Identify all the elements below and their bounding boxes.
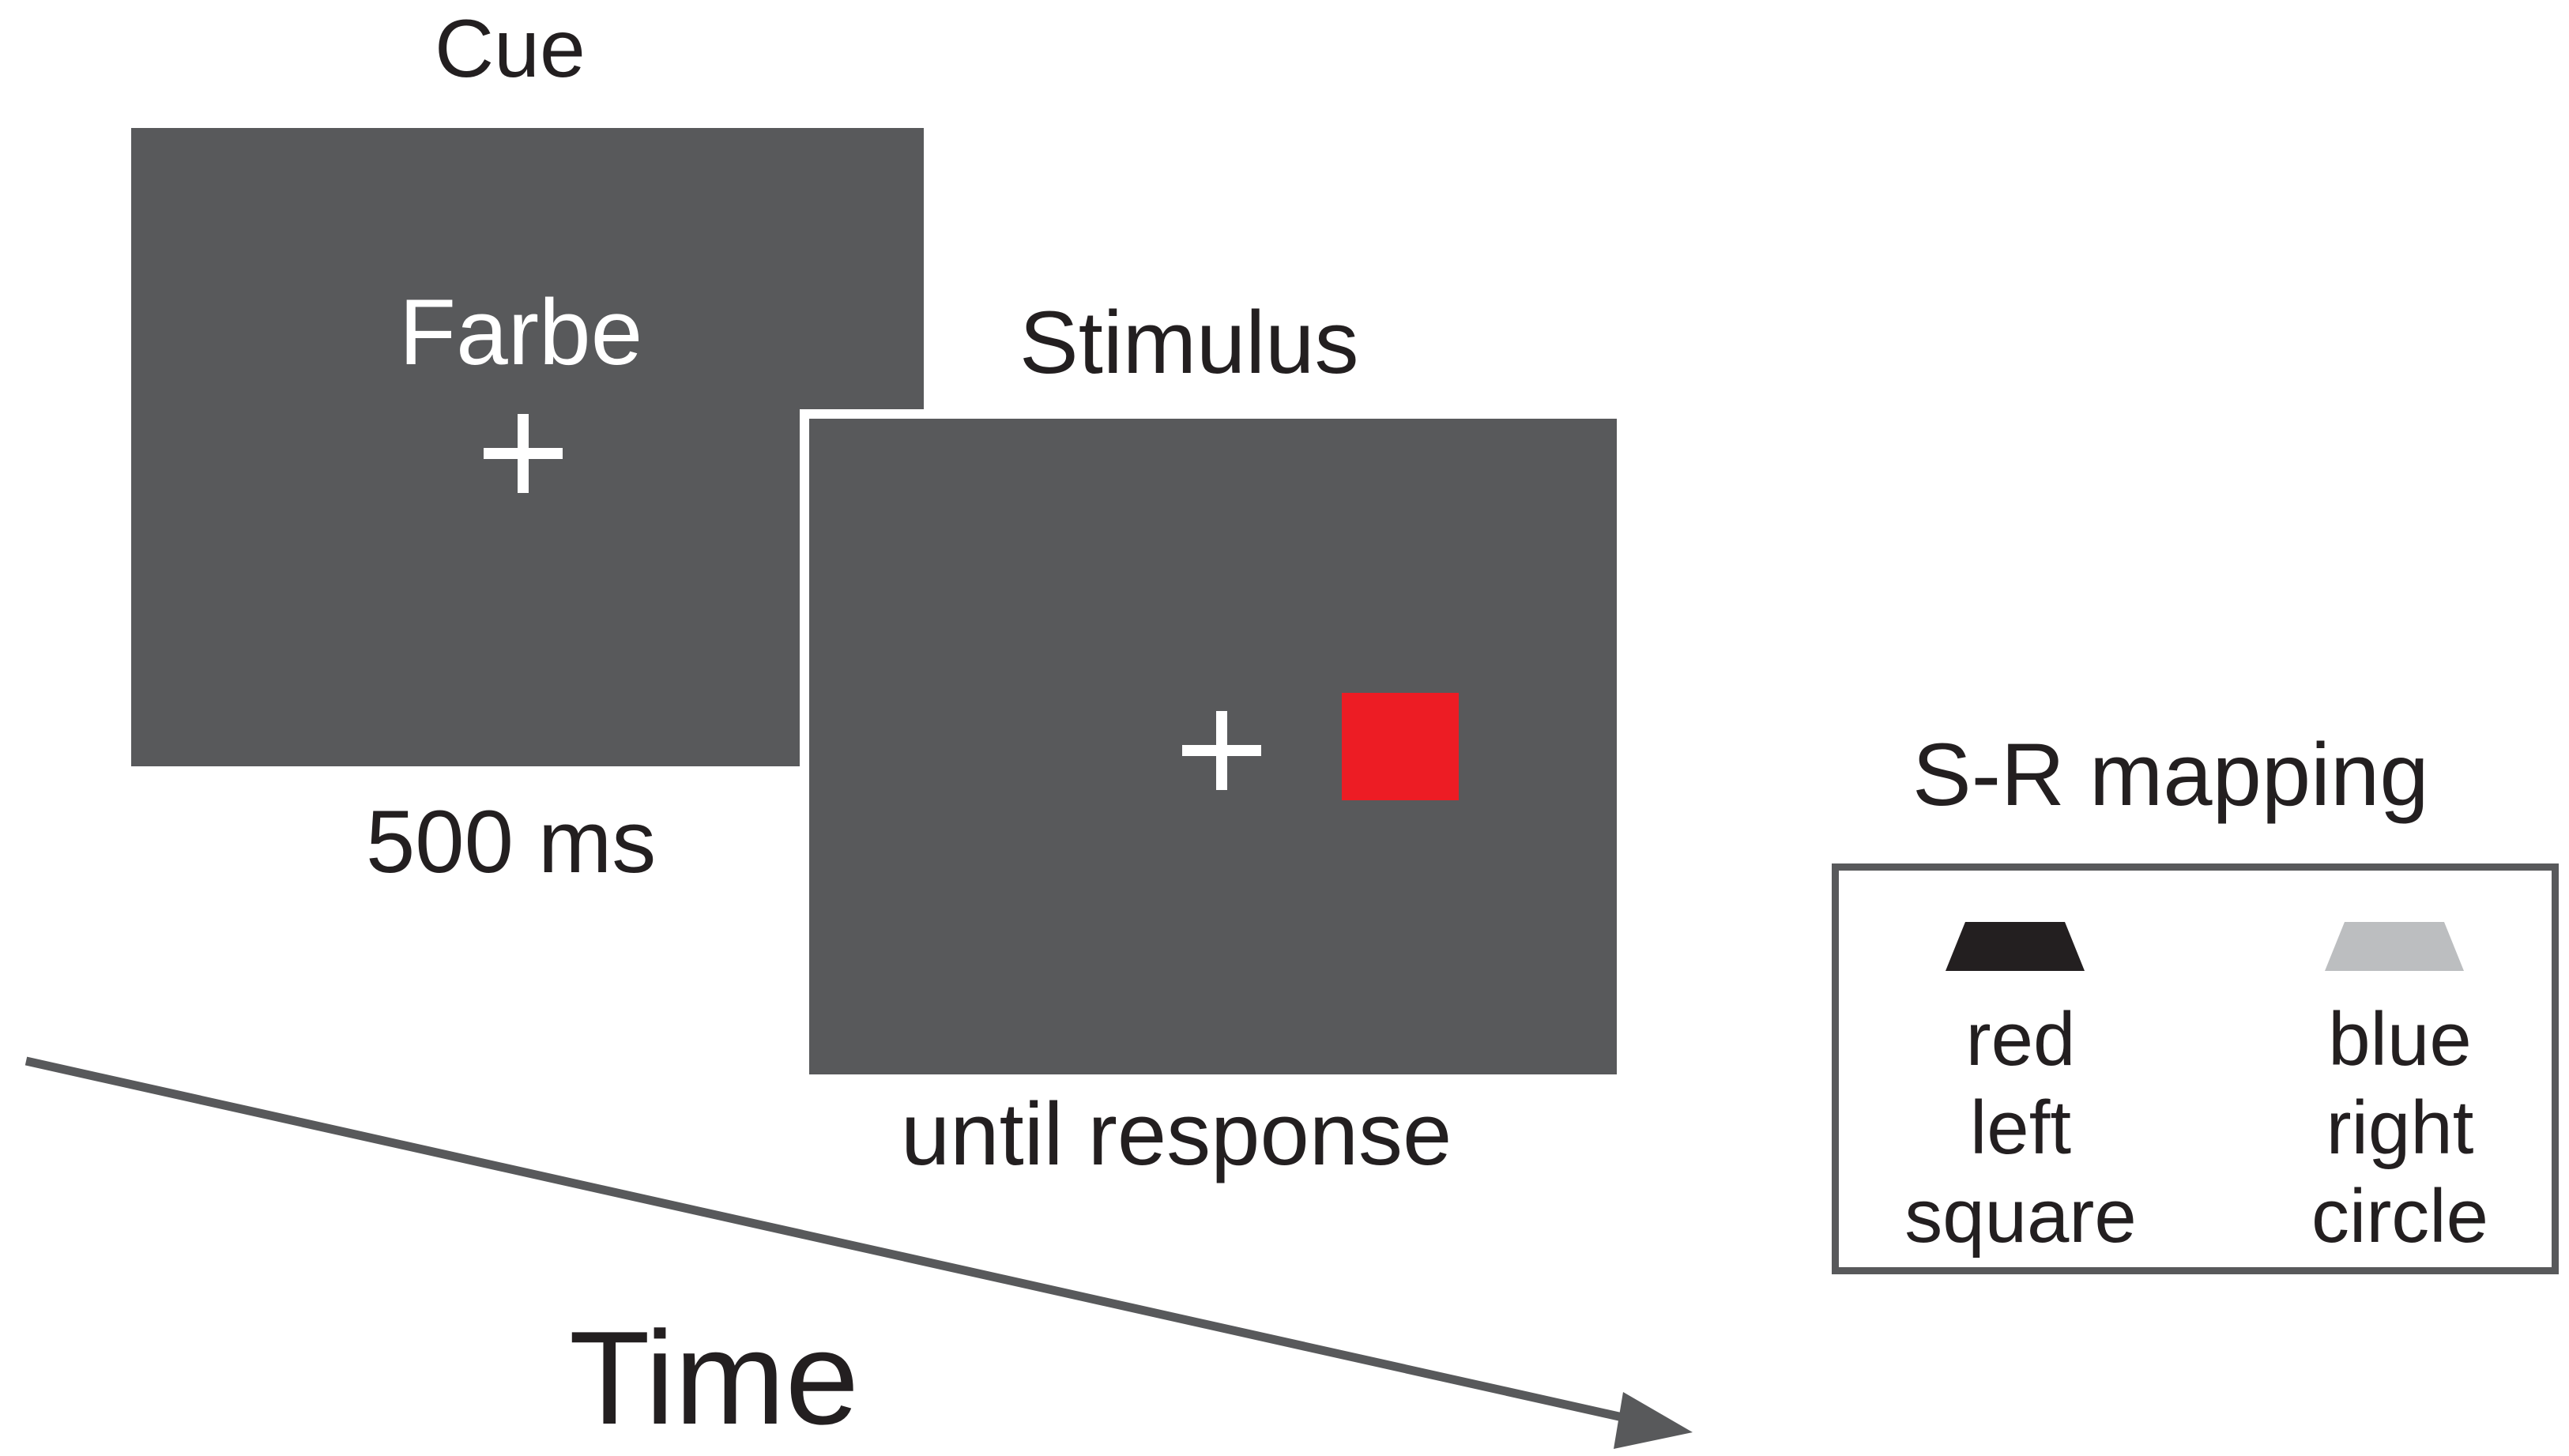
cue-screen xyxy=(131,128,924,766)
stimulus-duration: until response xyxy=(901,1085,1452,1183)
left-key-color: red xyxy=(1965,997,2076,1082)
stimulus-fixation-cross-icon xyxy=(1182,711,1261,790)
left-key-mapping: red left square xyxy=(1855,995,2187,1261)
cue-title: Cue xyxy=(435,3,586,95)
right-key-side: right xyxy=(2326,1085,2474,1170)
right-key-shape xyxy=(2325,922,2464,971)
mapping-box: red left square blue right circle xyxy=(1832,863,2559,1274)
mapping-title: S-R mapping xyxy=(1912,725,2429,824)
left-key-shape xyxy=(1946,922,2085,971)
stimulus-title: Stimulus xyxy=(1019,293,1359,392)
red-square-stimulus xyxy=(1342,693,1459,800)
right-key-mapping: blue right circle xyxy=(2234,995,2566,1261)
cue-fixation-cross-icon xyxy=(484,414,563,493)
left-key-icon xyxy=(1946,922,2085,971)
time-arrow-line xyxy=(24,1056,1645,1427)
right-key-icon xyxy=(2325,922,2464,971)
right-key-shape-label: circle xyxy=(2311,1174,2488,1258)
right-key-color: blue xyxy=(2328,997,2472,1082)
cue-duration: 500 ms xyxy=(366,792,657,891)
time-label: Time xyxy=(569,1304,860,1452)
left-key-side: left xyxy=(1969,1085,2072,1170)
left-key-shape-label: square xyxy=(1904,1174,2137,1258)
cue-word: Farbe xyxy=(399,280,643,385)
time-arrow-head-icon xyxy=(1614,1392,1693,1449)
stimulus-screen xyxy=(800,409,1617,1074)
